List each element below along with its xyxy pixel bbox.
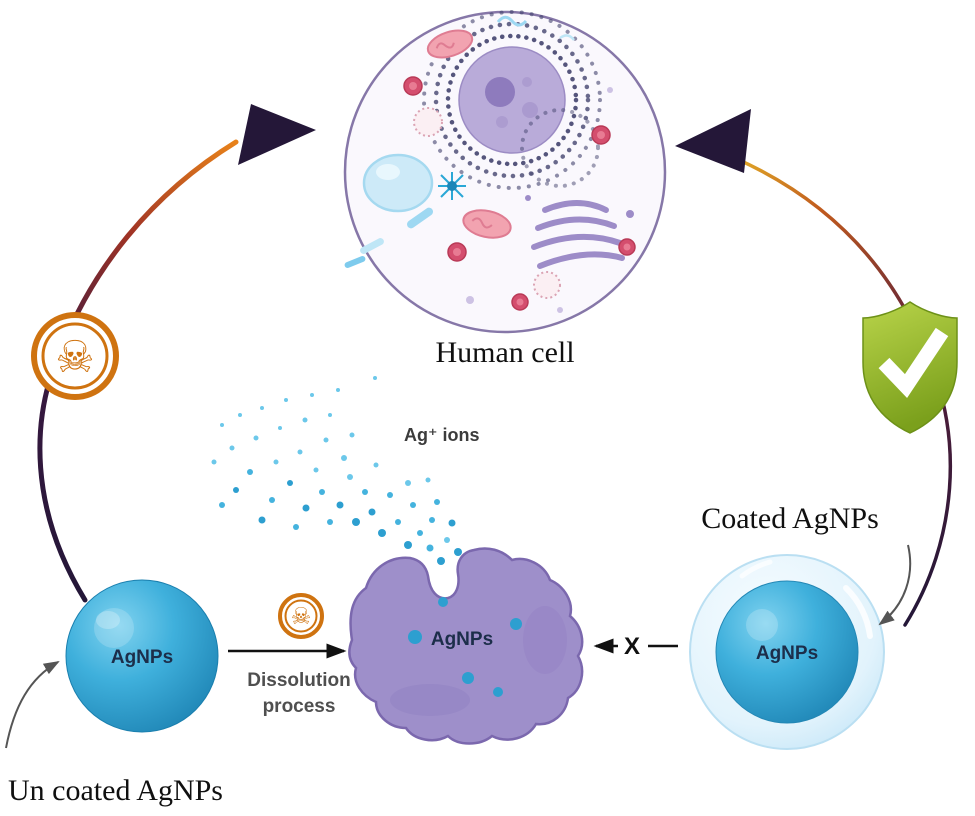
check-icon [878, 327, 949, 398]
safe-pathway-arrowhead [675, 109, 751, 173]
coated-sphere-label: AgNPs [756, 643, 818, 664]
blocked-x-label: X [624, 633, 640, 660]
mitochondrion-bottom [462, 209, 512, 239]
toxic-pathway-arrowhead [238, 104, 316, 165]
coated-pointer-arrow [878, 544, 912, 626]
uncoated-nanoparticle: AgNPs [65, 579, 219, 733]
human-cell-illustration [343, 10, 667, 334]
uncoated-sphere-label: AgNPs [111, 647, 173, 668]
mitochondrion-top [426, 29, 474, 59]
golgi-apparatus [525, 195, 634, 269]
dissolution-label-line1: Dissolution [247, 670, 350, 691]
blob-label: AgNPs [431, 629, 493, 650]
dissolution-label-line2: process [263, 696, 336, 717]
red-vesicles [403, 76, 636, 311]
cell-squiggles [496, 15, 575, 41]
dissolution-hazard-icon: ☠ [278, 593, 324, 639]
skull-glyph: ☠ [55, 332, 94, 383]
blocked-arrow-group: X [593, 633, 678, 660]
coated-nanoparticle: AgNPs [689, 554, 885, 750]
cell-nucleus [458, 46, 566, 154]
dotted-vesicles [413, 107, 561, 299]
hazard-skull-icon: ☠ [31, 312, 119, 400]
silver-ion-spray [211, 376, 462, 565]
human-cell-label: Human cell [435, 336, 574, 369]
safety-shield-icon [862, 301, 958, 434]
centriole [438, 172, 466, 200]
uncoated-pointer-arrow [5, 661, 60, 749]
cytoplasm-dots [466, 87, 613, 313]
dissolution-arrow-group: ☠ Dissolution process [228, 593, 351, 717]
uncoated-caption: Un coated AgNPs [8, 774, 223, 807]
skull-glyph-small: ☠ [291, 604, 312, 630]
silver-ions-label: Ag⁺ ions [404, 425, 480, 445]
coated-caption: Coated AgNPs [701, 502, 879, 535]
dissolved-agnps-blob: AgNPs [348, 547, 584, 745]
vacuole [362, 153, 434, 213]
endoplasmic-reticulum-dots [422, 10, 602, 190]
cytoskeleton-rods [344, 207, 434, 268]
blob-internal-ions [408, 597, 522, 697]
